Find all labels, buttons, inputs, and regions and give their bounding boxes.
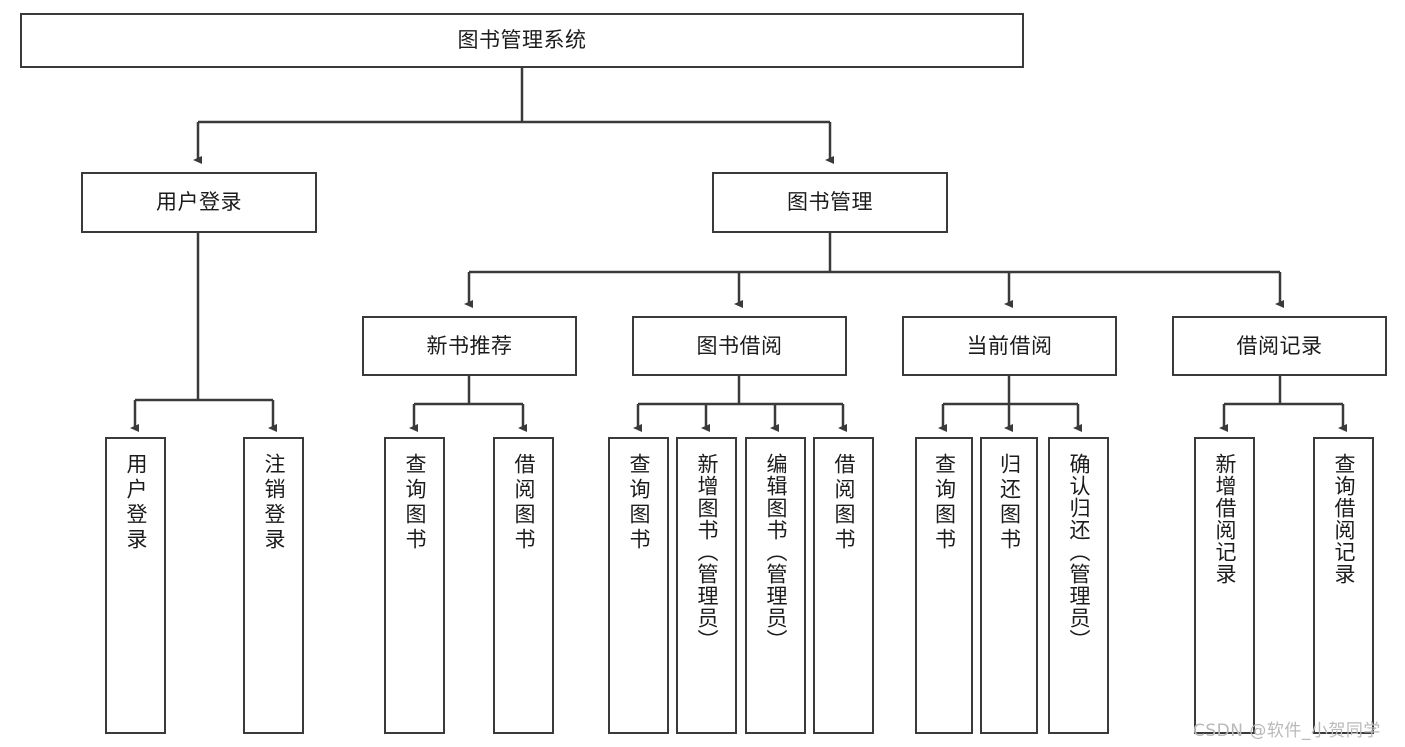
node-current-borrow[interactable]: 当前借阅	[902, 316, 1117, 376]
node-book-management[interactable]: 图书管理	[712, 172, 948, 233]
node-label: 查询借阅记录	[1332, 453, 1356, 585]
node-label: 注销登录	[262, 453, 286, 553]
leaf-record-query[interactable]: 查询借阅记录	[1313, 437, 1374, 734]
node-label: 查询图书	[932, 453, 957, 553]
node-label: 查询图书	[403, 453, 427, 553]
leaf-user-logout[interactable]: 注销登录	[243, 437, 304, 734]
node-root-book-management-system[interactable]: 图书管理系统	[20, 13, 1024, 68]
node-label: 用户登录	[124, 453, 148, 553]
node-label: 借阅图书	[832, 453, 856, 553]
csdn-watermark: CSDN @软件_小贺同学	[1193, 721, 1381, 741]
node-label: 新增图书（管理员）	[695, 453, 719, 651]
node-label: 查询图书	[627, 453, 651, 553]
node-label: 新增借阅记录	[1213, 453, 1237, 585]
leaf-current-return-book[interactable]: 归还图书	[980, 437, 1038, 734]
leaf-borrow-query-book[interactable]: 查询图书	[608, 437, 669, 734]
node-label: 归还图书	[997, 453, 1022, 553]
leaf-current-query-book[interactable]: 查询图书	[915, 437, 973, 734]
node-label: 图书管理	[787, 190, 873, 215]
node-label: 图书管理系统	[457, 28, 587, 53]
node-label: 编辑图书（管理员）	[764, 453, 788, 651]
node-label: 确认归还（管理员）	[1067, 453, 1091, 651]
leaf-borrow-edit-book-admin[interactable]: 编辑图书（管理员）	[745, 437, 806, 734]
leaf-borrow-add-book-admin[interactable]: 新增图书（管理员）	[676, 437, 737, 734]
node-borrow-record[interactable]: 借阅记录	[1172, 316, 1387, 376]
node-label: 新书推荐	[426, 333, 513, 358]
leaf-new-book-borrow[interactable]: 借阅图书	[493, 437, 554, 734]
node-label: 用户登录	[156, 190, 242, 215]
node-label: 图书借阅	[696, 333, 783, 358]
leaf-new-book-query[interactable]: 查询图书	[384, 437, 445, 734]
leaf-borrow-borrow-book[interactable]: 借阅图书	[813, 437, 874, 734]
node-book-borrow[interactable]: 图书借阅	[632, 316, 847, 376]
node-user-login[interactable]: 用户登录	[81, 172, 317, 233]
node-new-book-recommend[interactable]: 新书推荐	[362, 316, 577, 376]
leaf-user-login[interactable]: 用户登录	[105, 437, 166, 734]
leaf-record-add[interactable]: 新增借阅记录	[1194, 437, 1255, 734]
leaf-current-confirm-return-admin[interactable]: 确认归还（管理员）	[1048, 437, 1109, 734]
node-label: 借阅图书	[512, 453, 536, 553]
node-label: 当前借阅	[966, 333, 1053, 358]
node-label: 借阅记录	[1236, 333, 1323, 358]
